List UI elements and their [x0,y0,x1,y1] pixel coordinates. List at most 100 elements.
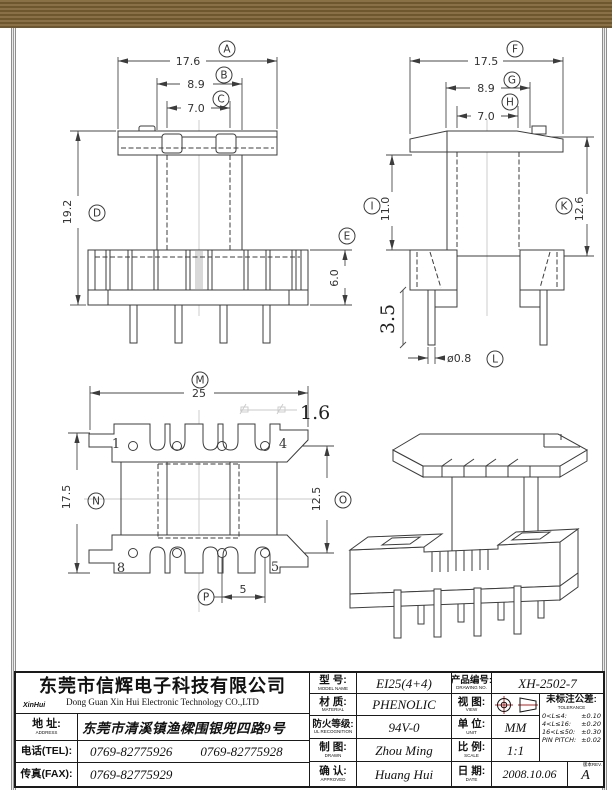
view-label: 视 图:VIEW [451,693,491,715]
pin-dia-value: ø0.8 [447,352,471,365]
side-pin [539,289,548,346]
dim-g-value: 8.9 [477,82,495,95]
balloon-g: G [503,71,521,89]
balloon-h: H [501,93,519,111]
side-pin [427,289,436,346]
topview-upper-flange [88,423,309,463]
iso-pin [513,585,522,635]
side-view: 17.5 F 8.9 G 7.0 H 11.0 I 12.6 K [363,40,594,368]
tel-label: 电话(TEL): [16,741,78,762]
pin-number-8: 8 [117,561,125,576]
balloon-a: A [218,40,236,58]
rev-cell: 版本REV. A [567,761,603,786]
tolerance-row: PIN PITCH:±0.02 [542,736,601,745]
scale-value: 1:1 [491,738,539,761]
model-value: EI25(4+4) [356,673,451,693]
unit-label: 单 位:UNIT [451,715,491,738]
svg-text:M: M [195,375,204,387]
svg-text:F: F [512,44,518,56]
drawn-value: Zhou Ming [356,738,451,761]
dim-a-value: 17.6 [176,55,201,68]
title-block: 东莞市信辉电子科技有限公司 Dong Guan Xin Hui Electron… [14,671,605,788]
ul-value: 94V-0 [356,715,451,738]
pin-length-value: 3.5 [377,304,399,334]
front-pin [129,304,138,344]
balloon-p: P [197,588,215,606]
rev-label: 版本REV. [582,762,602,767]
pin-number-1: 1 [112,437,120,452]
balloon-k: K [555,197,573,215]
balloon-m: M [191,371,209,389]
top-view: 25 M 1.6 17.5 N 12.5 O [60,371,352,612]
svg-text:K: K [561,201,569,213]
dim-k-value: 12.6 [573,197,586,222]
svg-text:H: H [506,97,514,109]
svg-text:E: E [344,231,351,243]
address-label: 地 址: ADDRESS [16,714,78,740]
dim-o-value: 12.5 [310,487,323,512]
balloon-n: N [87,492,105,510]
address-value: 东莞市清溪镇渔樑围银兜四路9号 [82,721,286,736]
date-value: 2008.10.06 [491,761,567,786]
dim-i-value: 11.0 [379,197,392,222]
address-row: 地 址: ADDRESS 东莞市清溪镇渔樑围银兜四路9号 [16,714,309,741]
front-pin [174,304,183,344]
svg-text:G: G [508,75,516,87]
dim-c-value: 7.0 [187,102,205,115]
fax-row: 传真(FAX): 0769-82775929 [16,763,309,786]
balloon-o: O [334,491,352,509]
balloon-b: B [215,66,233,84]
balloon-i: I [363,197,381,215]
dim-h-value: 7.0 [477,110,495,123]
svg-text:N: N [92,496,100,508]
dim-p-value: 5 [240,583,247,596]
drawn-label: 制 图:DRAWN [310,738,356,761]
material-value: PHENOLIC [356,693,451,715]
svg-text:O: O [339,495,347,507]
model-label: 型 号:MODEL NAME [317,674,349,691]
date-label: 日 期:DATE [451,761,491,786]
balloon-f: F [506,40,524,58]
balloon-l: L [486,350,504,368]
tolerance-row: 0<L≤4:±0.10 [542,712,601,720]
dim-n-value: 17.5 [60,485,73,510]
approved-label: 确 认:APPROVED [310,761,356,786]
tolerance-box: 未标注公差: TOLERANCE 0<L≤4:±0.10 4<L≤16:±0.2… [539,693,603,761]
svg-text:D: D [93,208,101,220]
company-logo: XinHui [23,702,46,709]
right-rail [602,28,607,790]
front-view: 17.6 A 8.9 B 7.0 C 19.2 D 6.0 E [61,40,356,344]
svg-text:C: C [217,94,224,106]
unit-value: MM [491,715,539,738]
company-name-cn: 东莞市信辉电子科技有限公司 [39,676,286,696]
drawing-no-label: 产品编号:DRAWING NO. [451,673,491,693]
material-label: 材 质:MATERIAL [310,693,356,715]
flange-thickness-value: 1.6 [300,402,330,424]
svg-text:P: P [203,592,209,604]
first-angle-projection-icon [494,695,538,714]
pin-number-4: 4 [279,437,287,452]
dim-e-value: 6.0 [328,269,341,287]
projection-symbol [491,693,539,715]
ul-label: 防火等级:UL RECOGNITION [310,715,356,738]
dim-m-value: 25 [192,387,206,400]
balloon-c: C [212,90,230,108]
front-pin [219,304,228,344]
left-rail [11,28,16,790]
company-header: 东莞市信辉电子科技有限公司 Dong Guan Xin Hui Electron… [16,673,309,714]
iso-pin [473,587,482,637]
tolerance-row: 4<L≤16:±0.20 [542,720,601,729]
pin-number-5: 5 [271,560,279,575]
front-top-flange [117,130,278,156]
title-block-company-section: 东莞市信辉电子科技有限公司 Dong Guan Xin Hui Electron… [16,673,310,786]
front-pin [262,304,271,344]
title-block-spec-section: 型 号:MODEL NAME EI25(4+4) 产品编号:DRAWING NO… [310,673,603,786]
balloon-e: E [338,227,356,245]
topview-lower-flange [88,534,309,574]
svg-text:B: B [220,70,227,82]
iso-view [348,433,589,639]
fax-label: 传真(FAX): [16,763,78,786]
svg-text:L: L [492,354,498,366]
